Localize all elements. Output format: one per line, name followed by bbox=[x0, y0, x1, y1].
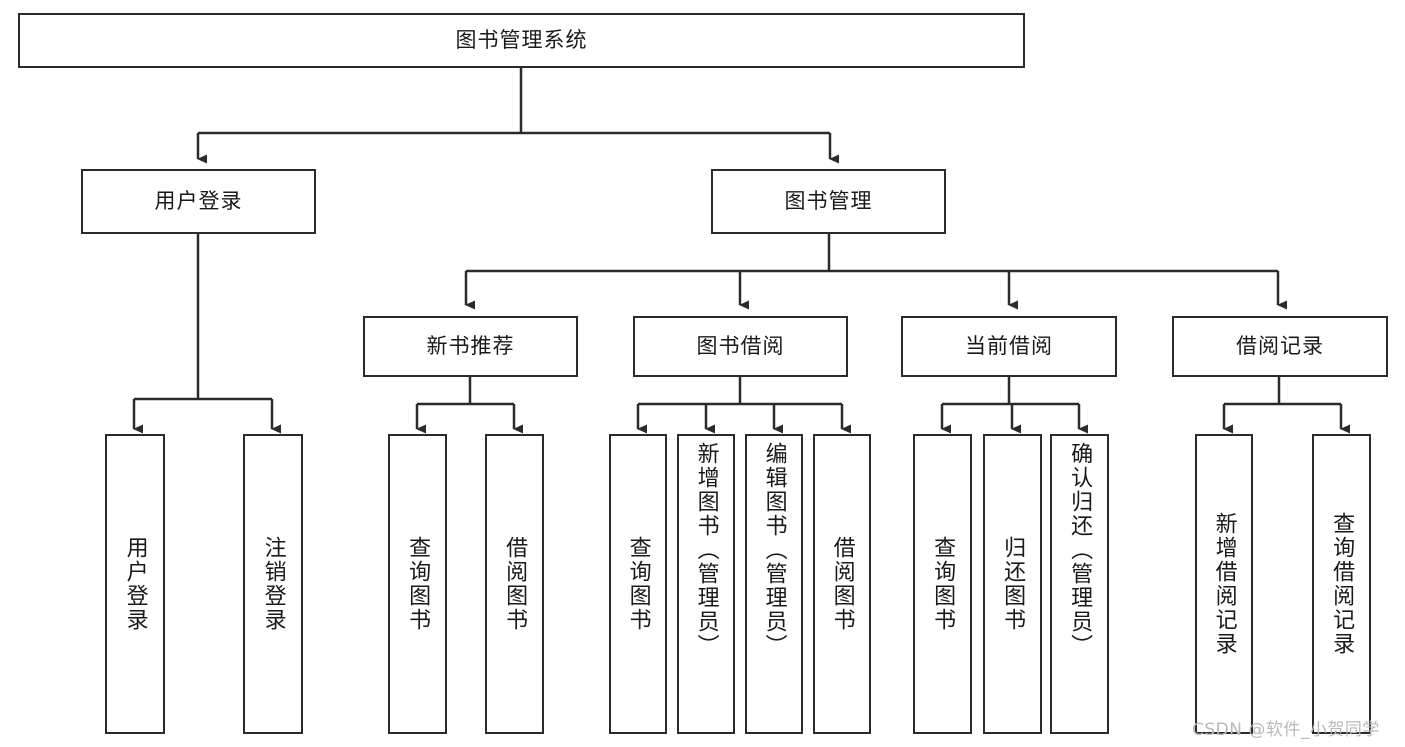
leaf-borrow-book-2-label: 借阅图书 bbox=[829, 536, 855, 632]
leaf-return-book[interactable]: 归还图书 bbox=[983, 434, 1042, 734]
leaf-borrow-book-1-label: 借阅图书 bbox=[502, 536, 528, 632]
node-user-login-label: 用户登录 bbox=[154, 188, 243, 213]
node-book-manage-label: 图书管理 bbox=[784, 188, 873, 213]
leaf-confirm-return-label: 确认归还（管理员） bbox=[1067, 442, 1093, 658]
leaf-user-login-label: 用户登录 bbox=[122, 536, 148, 632]
leaf-query-record-label: 查询借阅记录 bbox=[1329, 512, 1355, 656]
leaf-logout[interactable]: 注销登录 bbox=[243, 434, 303, 734]
node-book-borrow[interactable]: 图书借阅 bbox=[633, 316, 848, 377]
leaf-edit-book-label: 编辑图书（管理员） bbox=[761, 442, 787, 658]
leaf-borrow-book-2[interactable]: 借阅图书 bbox=[813, 434, 871, 734]
leaf-query-book-1[interactable]: 查询图书 bbox=[388, 434, 447, 734]
node-new-book-recommend-label: 新书推荐 bbox=[426, 333, 515, 358]
leaf-add-book[interactable]: 新增图书（管理员） bbox=[677, 434, 735, 734]
leaf-borrow-book-1[interactable]: 借阅图书 bbox=[485, 434, 544, 734]
leaf-query-book-2[interactable]: 查询图书 bbox=[609, 434, 667, 734]
leaf-return-book-label: 归还图书 bbox=[1000, 536, 1026, 632]
node-borrow-record[interactable]: 借阅记录 bbox=[1172, 316, 1388, 377]
leaf-add-record[interactable]: 新增借阅记录 bbox=[1195, 434, 1253, 734]
node-new-book-recommend[interactable]: 新书推荐 bbox=[363, 316, 578, 377]
node-book-manage[interactable]: 图书管理 bbox=[711, 169, 946, 234]
node-current-borrow[interactable]: 当前借阅 bbox=[901, 316, 1117, 377]
leaf-query-record[interactable]: 查询借阅记录 bbox=[1312, 434, 1371, 734]
node-root[interactable]: 图书管理系统 bbox=[18, 13, 1025, 68]
leaf-logout-label: 注销登录 bbox=[260, 536, 286, 632]
leaf-add-record-label: 新增借阅记录 bbox=[1211, 512, 1237, 656]
leaf-edit-book[interactable]: 编辑图书（管理员） bbox=[745, 434, 803, 734]
leaf-query-book-3[interactable]: 查询图书 bbox=[913, 434, 972, 734]
node-root-label: 图书管理系统 bbox=[455, 27, 588, 52]
leaf-user-login[interactable]: 用户登录 bbox=[105, 434, 165, 734]
leaf-query-book-2-label: 查询图书 bbox=[625, 536, 651, 632]
leaf-add-book-label: 新增图书（管理员） bbox=[693, 442, 719, 658]
node-current-borrow-label: 当前借阅 bbox=[965, 333, 1053, 358]
leaf-query-book-3-label: 查询图书 bbox=[930, 536, 956, 632]
node-book-borrow-label: 图书借阅 bbox=[696, 333, 785, 358]
leaf-confirm-return[interactable]: 确认归还（管理员） bbox=[1050, 434, 1109, 734]
node-borrow-record-label: 借阅记录 bbox=[1236, 333, 1324, 358]
node-user-login[interactable]: 用户登录 bbox=[81, 169, 316, 234]
watermark-text: CSDN @软件_小贺同学 bbox=[1192, 720, 1380, 740]
leaf-query-book-1-label: 查询图书 bbox=[405, 536, 431, 632]
